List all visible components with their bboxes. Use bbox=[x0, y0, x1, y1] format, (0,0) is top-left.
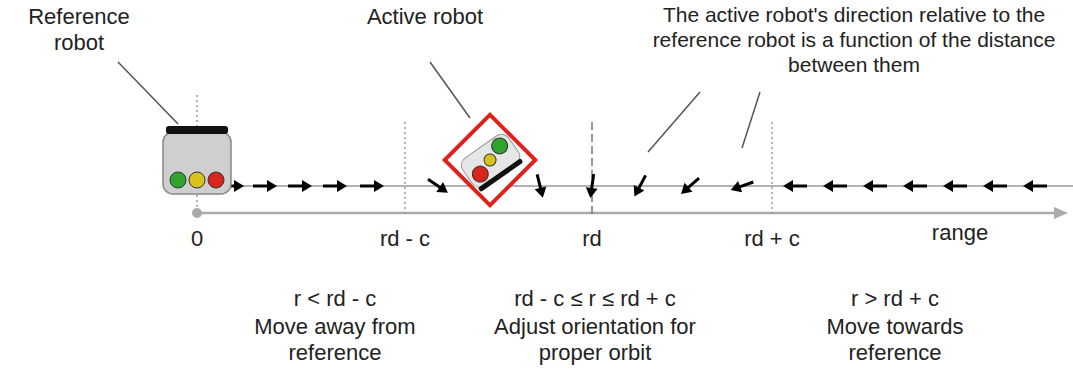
guide-line bbox=[404, 122, 406, 215]
direction-arrow bbox=[425, 174, 452, 197]
active-robot bbox=[445, 115, 536, 206]
direction-arrow bbox=[288, 180, 312, 192]
direction-arrow bbox=[729, 176, 756, 195]
direction-arrow bbox=[823, 180, 847, 192]
tick-label: 0 bbox=[177, 226, 217, 252]
direction-arrow bbox=[863, 180, 887, 192]
direction-arrow bbox=[943, 180, 967, 192]
direction-arrows bbox=[220, 173, 1047, 200]
condition-label: r > rd + c bbox=[780, 286, 1010, 312]
direction-arrow bbox=[983, 180, 1007, 192]
tick-label: rd + c bbox=[722, 226, 822, 252]
axis-label: range bbox=[915, 220, 1005, 246]
callout-label: Active robot bbox=[360, 4, 490, 30]
direction-arrow bbox=[531, 173, 548, 199]
region-description: Move away from reference bbox=[215, 314, 455, 367]
direction-arrow bbox=[677, 174, 703, 199]
direction-arrow bbox=[1023, 180, 1047, 192]
reference-robot bbox=[163, 126, 231, 194]
guide-line bbox=[591, 122, 593, 215]
leader-line bbox=[118, 62, 178, 124]
axis-origin bbox=[192, 208, 202, 218]
condition-label: rd - c ≤ r ≤ rd + c bbox=[470, 286, 720, 312]
tick-label: rd - c bbox=[355, 226, 455, 252]
callout-label: Reference robot bbox=[4, 4, 154, 57]
guide-line bbox=[771, 122, 773, 215]
leader-line bbox=[430, 62, 470, 118]
range-axis bbox=[197, 212, 1058, 215]
leader-line bbox=[648, 92, 700, 152]
direction-arrow bbox=[360, 180, 384, 192]
direction-arrow bbox=[903, 180, 927, 192]
region-description: Move towards reference bbox=[780, 314, 1010, 367]
direction-arrow bbox=[783, 180, 807, 192]
note-text: The active robot's direction relative to… bbox=[639, 2, 1069, 78]
direction-arrow bbox=[584, 173, 599, 198]
condition-label: r < rd - c bbox=[215, 286, 455, 312]
region-description: Adjust orientation for proper orbit bbox=[470, 314, 720, 367]
tick-label: rd bbox=[552, 226, 632, 252]
direction-arrow bbox=[253, 180, 277, 192]
leader-line bbox=[742, 92, 760, 148]
axis-arrowhead bbox=[1054, 207, 1068, 219]
direction-arrow bbox=[323, 180, 347, 192]
direction-arrow bbox=[629, 173, 651, 200]
